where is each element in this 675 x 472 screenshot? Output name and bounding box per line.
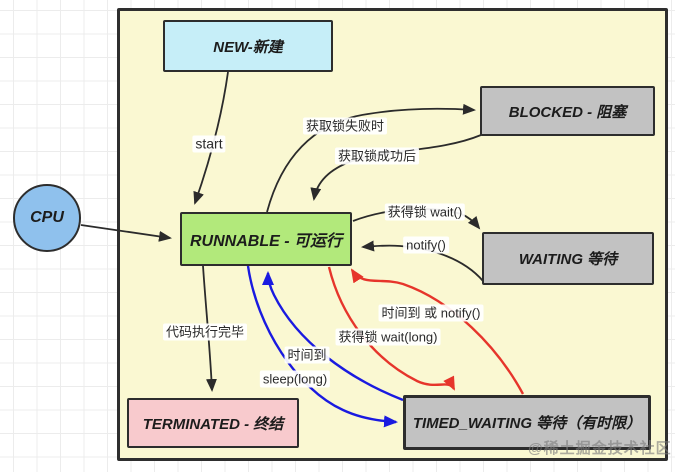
- edge-label-acquire-wait: 获得锁 wait(): [384, 203, 466, 221]
- node-runnable: RUNNABLE - 可运行: [180, 212, 352, 266]
- edge-label-acquire-wait-long: 获得锁 wait(long): [335, 328, 441, 346]
- node-blocked-label: BLOCKED - 阻塞: [508, 103, 627, 121]
- edge-label-time-up-or-notify: 时间到 或 notify(): [378, 304, 484, 322]
- node-cpu-label: CPU: [30, 209, 64, 226]
- edge-label-lock-fail: 获取锁失败时: [302, 117, 388, 135]
- edge-label-lock-success: 获取锁成功后: [334, 147, 420, 165]
- node-blocked: BLOCKED - 阻塞: [480, 86, 655, 136]
- node-waiting: WAITING 等待: [482, 232, 654, 285]
- node-new: NEW-新建: [163, 20, 333, 72]
- edge-label-notify: notify(): [403, 236, 449, 254]
- edge-label-code-done: 代码执行完毕: [162, 323, 248, 341]
- node-terminated: TERMINATED - 终结: [127, 398, 299, 448]
- node-cpu: CPU: [13, 184, 81, 252]
- node-waiting-label: WAITING 等待: [518, 251, 618, 268]
- node-terminated-label: TERMINATED - 终结: [142, 415, 284, 433]
- edge-label-time-up: 时间到: [284, 346, 330, 364]
- edge-label-start: start: [192, 135, 226, 153]
- node-timed-waiting: TIMED_WAITING 等待（有时限）: [403, 395, 651, 450]
- watermark: @稀土掘金技术社区: [528, 440, 672, 457]
- node-timed-waiting-label: TIMED_WAITING 等待（有时限）: [412, 415, 642, 432]
- node-runnable-label: RUNNABLE - 可运行: [190, 233, 342, 250]
- edge-label-sleep-long: sleep(long): [259, 370, 331, 388]
- node-new-label: NEW-新建: [213, 38, 283, 56]
